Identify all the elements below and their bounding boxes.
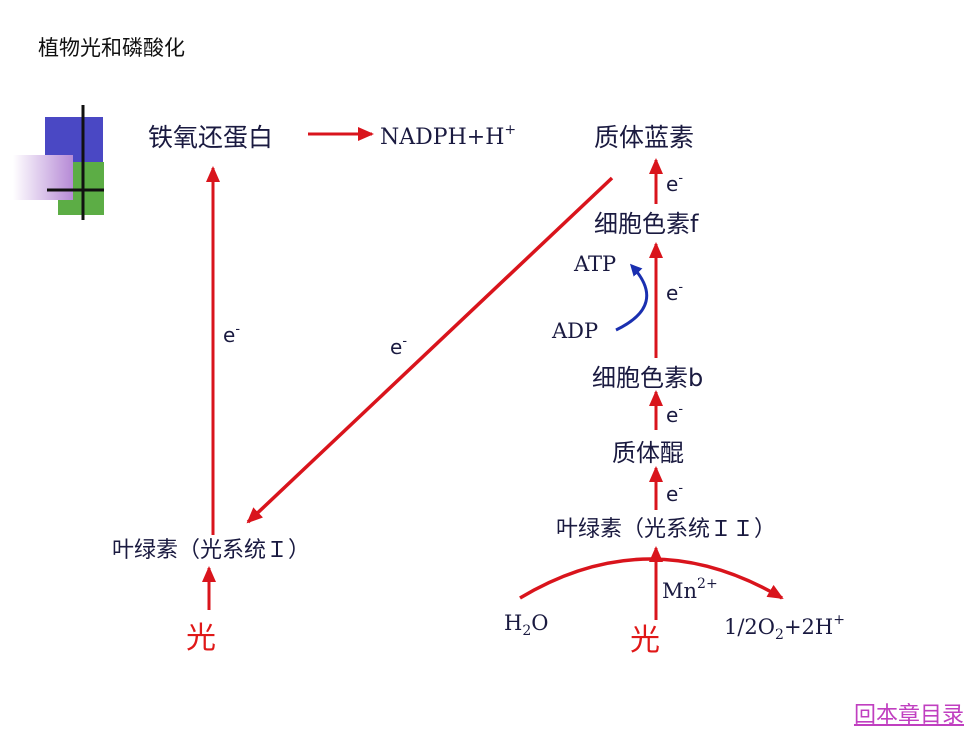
page-title: 植物光和磷酸化: [38, 36, 185, 60]
label-plastoquinone: 质体醌: [612, 439, 684, 467]
label-oxygen-protons: 1/2O2+2H+: [724, 612, 845, 643]
electron-label-cytf-plastocyanin: e-: [666, 171, 683, 196]
electron-label-diagonal: e-: [390, 334, 407, 359]
label-cytochrome-f: 细胞色素f: [594, 210, 699, 238]
back-to-chapter-link[interactable]: 回本章目录: [853, 703, 964, 728]
label-plastocyanin: 质体蓝素: [594, 123, 694, 152]
deco-blue-square: [45, 117, 103, 162]
electron-label-ps2-pq: e-: [666, 481, 683, 506]
electron-label-cytb-cytf: e-: [666, 280, 683, 305]
electron-label-pq-cytb: e-: [666, 402, 683, 427]
arrow-plastocyanin-to-ps1: [246, 176, 614, 524]
label-ferredoxin: 铁氧还蛋白: [148, 123, 273, 152]
label-cytochrome-b: 细胞色素b: [592, 364, 703, 392]
label-nadph: NADPH+H+: [380, 122, 516, 150]
deco-purple-square: [13, 155, 73, 200]
label-chlorophyll-ps2: 叶绿素（光系统ＩＩ）: [556, 517, 776, 542]
electron-label-left: e-: [223, 322, 240, 347]
label-adp: ADP: [551, 319, 598, 343]
label-chlorophyll-ps1: 叶绿素（光系统Ｉ）: [112, 538, 310, 563]
label-atp: ATP: [573, 252, 616, 276]
label-manganese: Mn2+: [662, 576, 718, 603]
label-water: H2O: [504, 611, 548, 639]
arrow-water-splitting: [519, 557, 784, 600]
arrow-adp-to-atp: [615, 263, 649, 332]
label-light-right: 光: [630, 623, 660, 658]
label-light-left: 光: [186, 621, 216, 656]
